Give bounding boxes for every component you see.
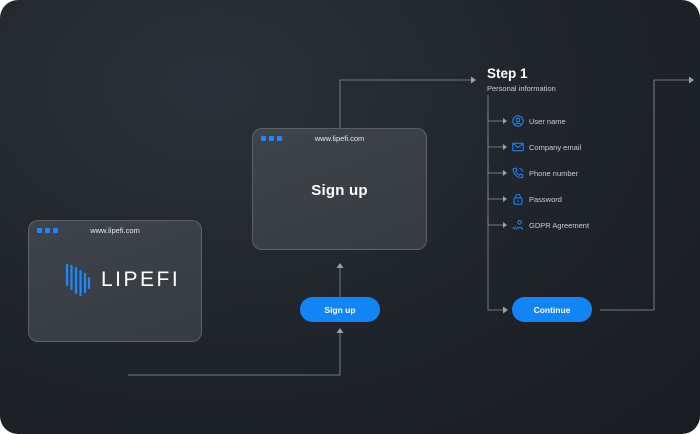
- arrowhead-next: [689, 76, 694, 84]
- field-password: Password: [512, 192, 562, 206]
- center-browser-window: www.lipefi.com Sign up: [252, 128, 427, 250]
- user-icon: [512, 115, 524, 127]
- mail-icon: [512, 142, 524, 152]
- field-label: Phone number: [529, 168, 579, 178]
- step-subtitle: Personal information: [487, 84, 556, 93]
- connector-field-3: [487, 164, 505, 174]
- window-url: www.lipefi.com: [314, 134, 365, 143]
- arrowhead-field-4: [503, 196, 507, 202]
- continue-button[interactable]: Continue: [512, 297, 592, 322]
- field-phone-number: Phone number: [512, 166, 578, 180]
- window-dots: [37, 228, 58, 233]
- field-label: GDPR Agreement: [529, 220, 590, 230]
- logo-mark-icon: [65, 263, 91, 297]
- window-url: www.lipefi.com: [90, 226, 140, 235]
- arrowhead-continue: [503, 306, 508, 314]
- agreement-icon: [512, 220, 524, 230]
- connector-step-spine: [487, 95, 505, 311]
- phone-icon: [512, 167, 524, 179]
- lipefi-logo: LIPEFI: [65, 263, 180, 297]
- left-browser-window: www.lipefi.com LIPEFI: [28, 220, 202, 342]
- arrowhead-field-2: [503, 144, 507, 150]
- arrowhead-field-3: [503, 170, 507, 176]
- window-dots: [261, 136, 282, 141]
- lock-icon: [513, 193, 523, 205]
- arrowhead-signup: [336, 328, 344, 333]
- field-label: Password: [529, 194, 562, 204]
- arrowhead-step: [471, 76, 476, 84]
- connector-field-4: [487, 190, 505, 200]
- signup-button[interactable]: Sign up: [300, 297, 380, 322]
- logo-text: LIPEFI: [101, 268, 181, 291]
- connector-field-2: [487, 138, 505, 148]
- connector-continue-to-next: [600, 79, 692, 311]
- connector-field-1: [487, 112, 505, 122]
- arrowhead-field-5: [503, 222, 507, 228]
- field-user-name: User name: [512, 114, 566, 128]
- connector-field-5: [487, 216, 505, 226]
- connector-left-to-signup: [128, 330, 341, 376]
- field-label: Company email: [529, 142, 582, 152]
- field-gdpr-agreement: GDPR Agreement: [512, 218, 589, 232]
- field-label: User name: [529, 116, 566, 126]
- arrowhead-window: [336, 263, 344, 268]
- arrowhead-field-1: [503, 118, 507, 124]
- signup-window-title: Sign up: [311, 182, 368, 199]
- field-company-email: Company email: [512, 140, 581, 154]
- connector-window-to-step: [339, 79, 474, 128]
- step-title: Step 1: [487, 66, 528, 81]
